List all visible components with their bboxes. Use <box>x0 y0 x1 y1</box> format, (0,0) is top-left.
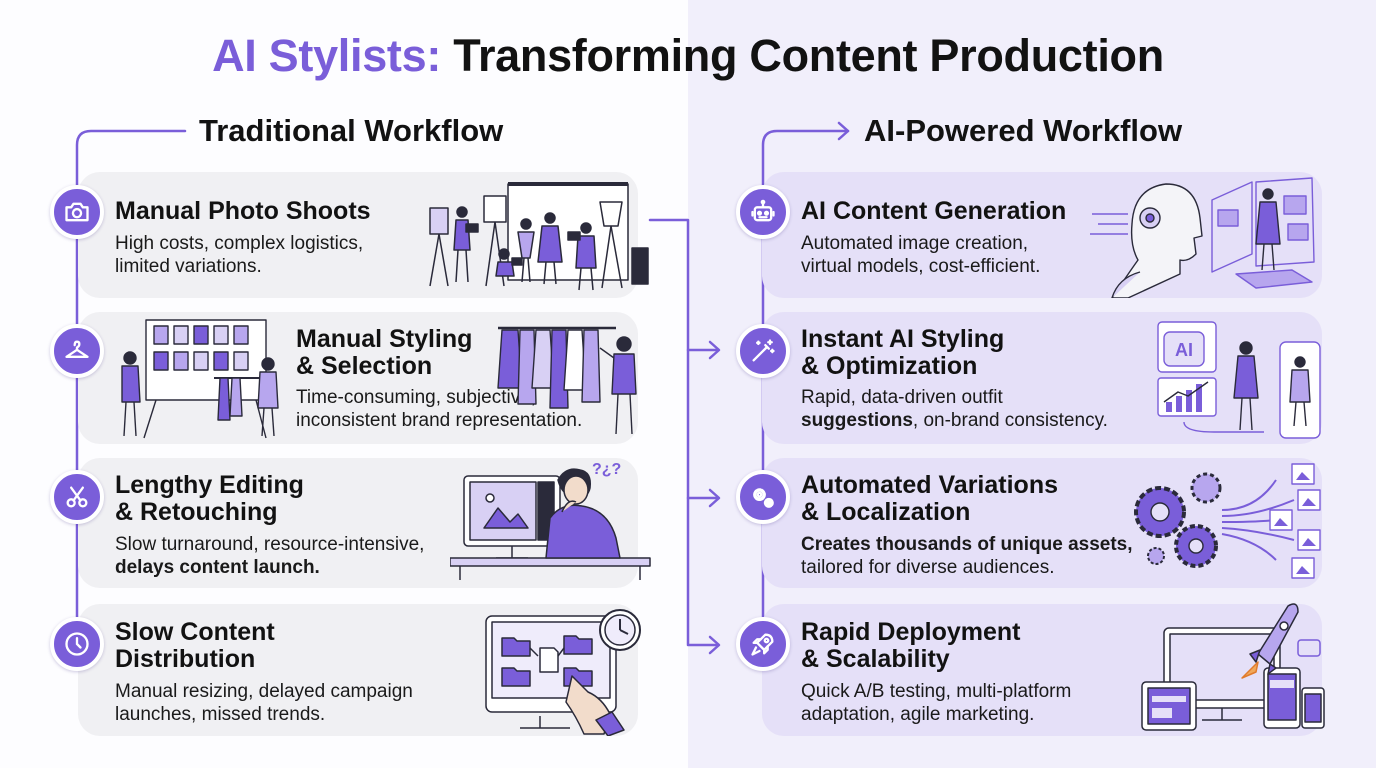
page-title: AI Stylists: Transforming Content Produc… <box>0 30 1376 82</box>
camera-icon <box>65 202 89 222</box>
title-accent: AI Stylists: <box>212 30 442 81</box>
magic-wand-icon <box>752 339 775 362</box>
rocket-icon <box>751 633 774 656</box>
hanger-icon <box>65 340 89 358</box>
node-camera <box>50 185 104 239</box>
ai-robot-illustration <box>1090 177 1315 298</box>
card-title-line2: & Selection <box>296 352 433 380</box>
variations-gears-illustration <box>1134 463 1321 579</box>
gears-icon <box>753 488 774 508</box>
node-clock <box>50 617 104 671</box>
card-title: Manual Photo Shoots <box>115 197 371 225</box>
node-robot <box>736 185 790 239</box>
card-desc-line2: suggestions, on-brand consistency. <box>801 409 1108 432</box>
card-desc-line2: inconsistent brand representation. <box>296 410 583 431</box>
ai-badge: AI <box>1175 340 1193 360</box>
card-title-line2: Distribution <box>115 645 256 673</box>
traditional-heading: Traditional Workflow <box>199 113 504 148</box>
card-title-line1: Manual Styling <box>296 325 473 353</box>
editing-desk-illustration: ?¿? <box>450 461 651 580</box>
card-title-line1: Rapid Deployment <box>801 618 1021 646</box>
card-automated-variations <box>762 458 1322 588</box>
deployment-devices-illustration <box>1141 603 1325 731</box>
node-hanger <box>50 324 104 378</box>
question-marks: ?¿? <box>592 461 621 478</box>
card-desc-line2: tailored for diverse audiences. <box>801 557 1055 578</box>
card-desc-bold: suggestions <box>801 410 913 431</box>
card-desc-line2: limited variations. <box>115 256 262 277</box>
card-title-line1: Slow Content <box>115 618 275 646</box>
card-desc-line1: Slow turnaround, resource-intensive, <box>115 534 425 555</box>
card-title-line2: & Optimization <box>801 352 978 380</box>
node-gears <box>736 470 790 524</box>
card-title-line1: Automated Variations <box>801 471 1058 499</box>
card-title: AI Content Generation <box>801 197 1067 225</box>
card-desc-line1: Manual resizing, delayed campaign <box>115 681 413 702</box>
card-desc-line2: adaptation, agile marketing. <box>801 704 1035 725</box>
card-title-line1: Lengthy Editing <box>115 471 304 499</box>
card-desc-line2: launches, missed trends. <box>115 704 326 725</box>
card-instant-ai-styling <box>762 312 1322 444</box>
clothing-rack-illustration <box>497 326 637 435</box>
distribution-illustration <box>485 609 641 736</box>
node-rocket <box>736 617 790 671</box>
robot-icon <box>751 199 775 222</box>
card-desc-rest: , on-brand consistency. <box>912 410 1108 431</box>
node-scissors <box>50 470 104 524</box>
photo-shoot-illustration <box>429 182 649 291</box>
ai-styling-illustration: AI <box>1157 321 1321 439</box>
card-desc-line2: virtual models, cost-efficient. <box>801 256 1041 277</box>
scissors-icon <box>66 486 88 508</box>
ai-heading: AI-Powered Workflow <box>864 113 1183 148</box>
clock-icon <box>65 632 89 656</box>
card-title-line2: & Retouching <box>115 498 278 526</box>
card-desc-line2: delays content launch. <box>115 557 320 578</box>
card-title-line1: Instant AI Styling <box>801 325 1005 353</box>
card-desc-line1: High costs, complex logistics, <box>115 233 364 254</box>
card-title-line2: & Scalability <box>801 645 950 673</box>
node-magic-wand <box>736 324 790 378</box>
card-desc-line1: Rapid, data-driven outfit <box>801 387 1003 408</box>
card-title-line2: & Localization <box>801 498 971 526</box>
card-desc-line1: Creates thousands of unique assets, <box>801 534 1133 555</box>
title-rest: Transforming Content Production <box>441 30 1164 81</box>
card-desc-line1: Time-consuming, subjective, <box>296 387 537 408</box>
styling-board-illustration <box>121 319 279 439</box>
card-desc-line1: Automated image creation, <box>801 233 1029 254</box>
card-desc-line1: Quick A/B testing, multi-platform <box>801 681 1072 702</box>
